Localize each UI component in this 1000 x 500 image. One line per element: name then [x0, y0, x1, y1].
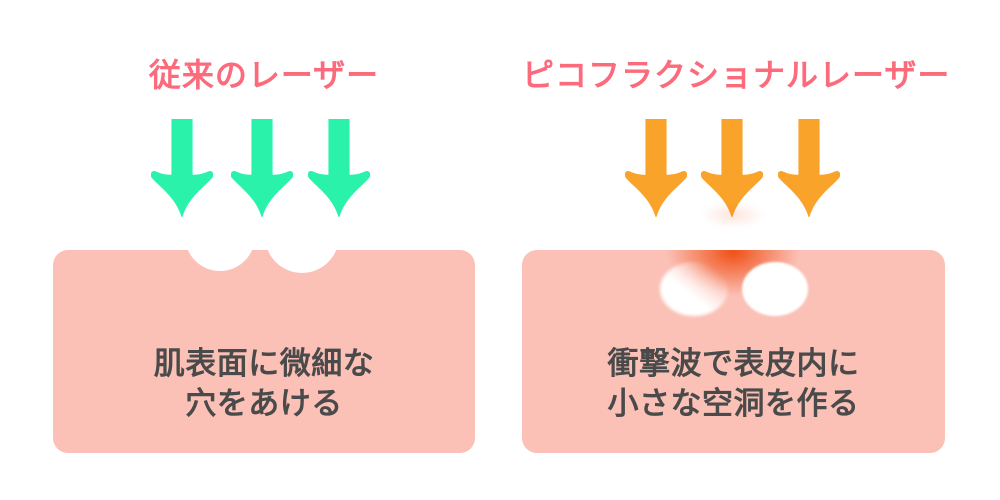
internal-cavity — [660, 262, 728, 316]
conventional-description: 肌表面に微細な 穴をあける — [53, 344, 475, 424]
conventional-laser-title: 従来のレーザー — [148, 56, 380, 94]
pico-description: 衝撃波で表皮内に 小さな空洞を作る — [522, 344, 945, 424]
down-arrow-icon — [231, 119, 293, 218]
down-arrow-icon — [308, 119, 370, 218]
laser-heat-glow — [646, 250, 820, 310]
down-arrow-icon — [151, 119, 213, 218]
down-arrow-icon — [701, 119, 763, 218]
surface-hole — [185, 201, 255, 271]
down-arrow-icon — [778, 119, 840, 218]
skin-block-pico: 衝撃波で表皮内に 小さな空洞を作る — [522, 250, 945, 453]
internal-cavity — [742, 262, 808, 316]
pico-fractional-laser-title: ピコフラクショナルレーザー — [522, 56, 951, 94]
description-line-2: 小さな空洞を作る — [607, 386, 860, 422]
down-arrow-icon — [625, 119, 687, 218]
description-line-1: 衝撃波で表皮内に — [607, 346, 860, 382]
skin-block-conventional: 肌表面に微細な 穴をあける — [53, 250, 475, 453]
description-line-1: 肌表面に微細な — [153, 346, 375, 382]
heat-spill-glow — [688, 198, 778, 232]
description-line-2: 穴をあける — [185, 386, 343, 422]
surface-hole — [265, 199, 339, 273]
